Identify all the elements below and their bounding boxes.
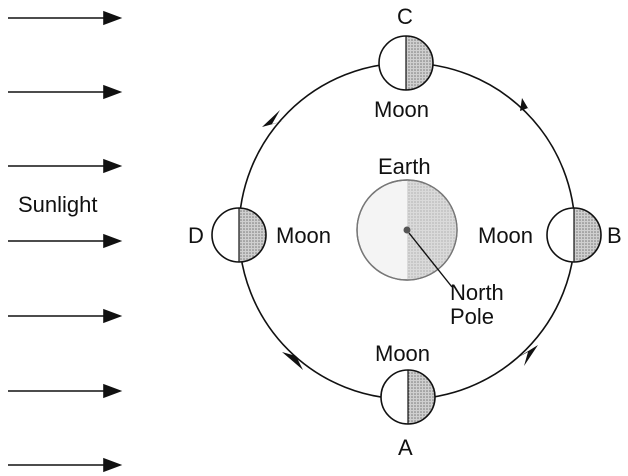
sunlight-arrows <box>8 12 120 471</box>
sunlight-arrow <box>8 160 120 172</box>
position-d-label: D <box>188 223 204 248</box>
moon-label-b: Moon <box>478 223 533 248</box>
sunlight-arrow <box>8 385 120 397</box>
earth <box>357 178 459 287</box>
sunlight-arrow <box>8 235 120 247</box>
north-pole-label-line2: Pole <box>450 304 494 329</box>
position-c-label: C <box>397 4 413 29</box>
moon-position-c <box>379 34 436 92</box>
orbit-arrow-lower-left <box>282 344 303 370</box>
orbit-arrow-upper-left <box>262 110 284 127</box>
moon-label-c: Moon <box>374 97 429 122</box>
moon-position-d <box>212 206 269 264</box>
sunlight-arrow <box>8 86 120 98</box>
sunlight-arrow <box>8 459 120 471</box>
sunlight-label: Sunlight <box>18 192 98 217</box>
moon-label-a: Moon <box>375 341 430 366</box>
north-pole-label-line1: North <box>450 280 504 305</box>
moon-position-a <box>381 368 438 426</box>
orbit-arrow-upper-right <box>520 98 535 120</box>
moon-label-d: Moon <box>276 223 331 248</box>
earth-label: Earth <box>378 154 431 179</box>
sunlight-arrow <box>8 310 120 322</box>
position-b-label: B <box>607 223 622 248</box>
north-pole-dot <box>404 227 411 234</box>
position-a-label: A <box>398 435 413 460</box>
sunlight-arrow <box>8 12 120 24</box>
moon-position-b <box>547 206 604 264</box>
